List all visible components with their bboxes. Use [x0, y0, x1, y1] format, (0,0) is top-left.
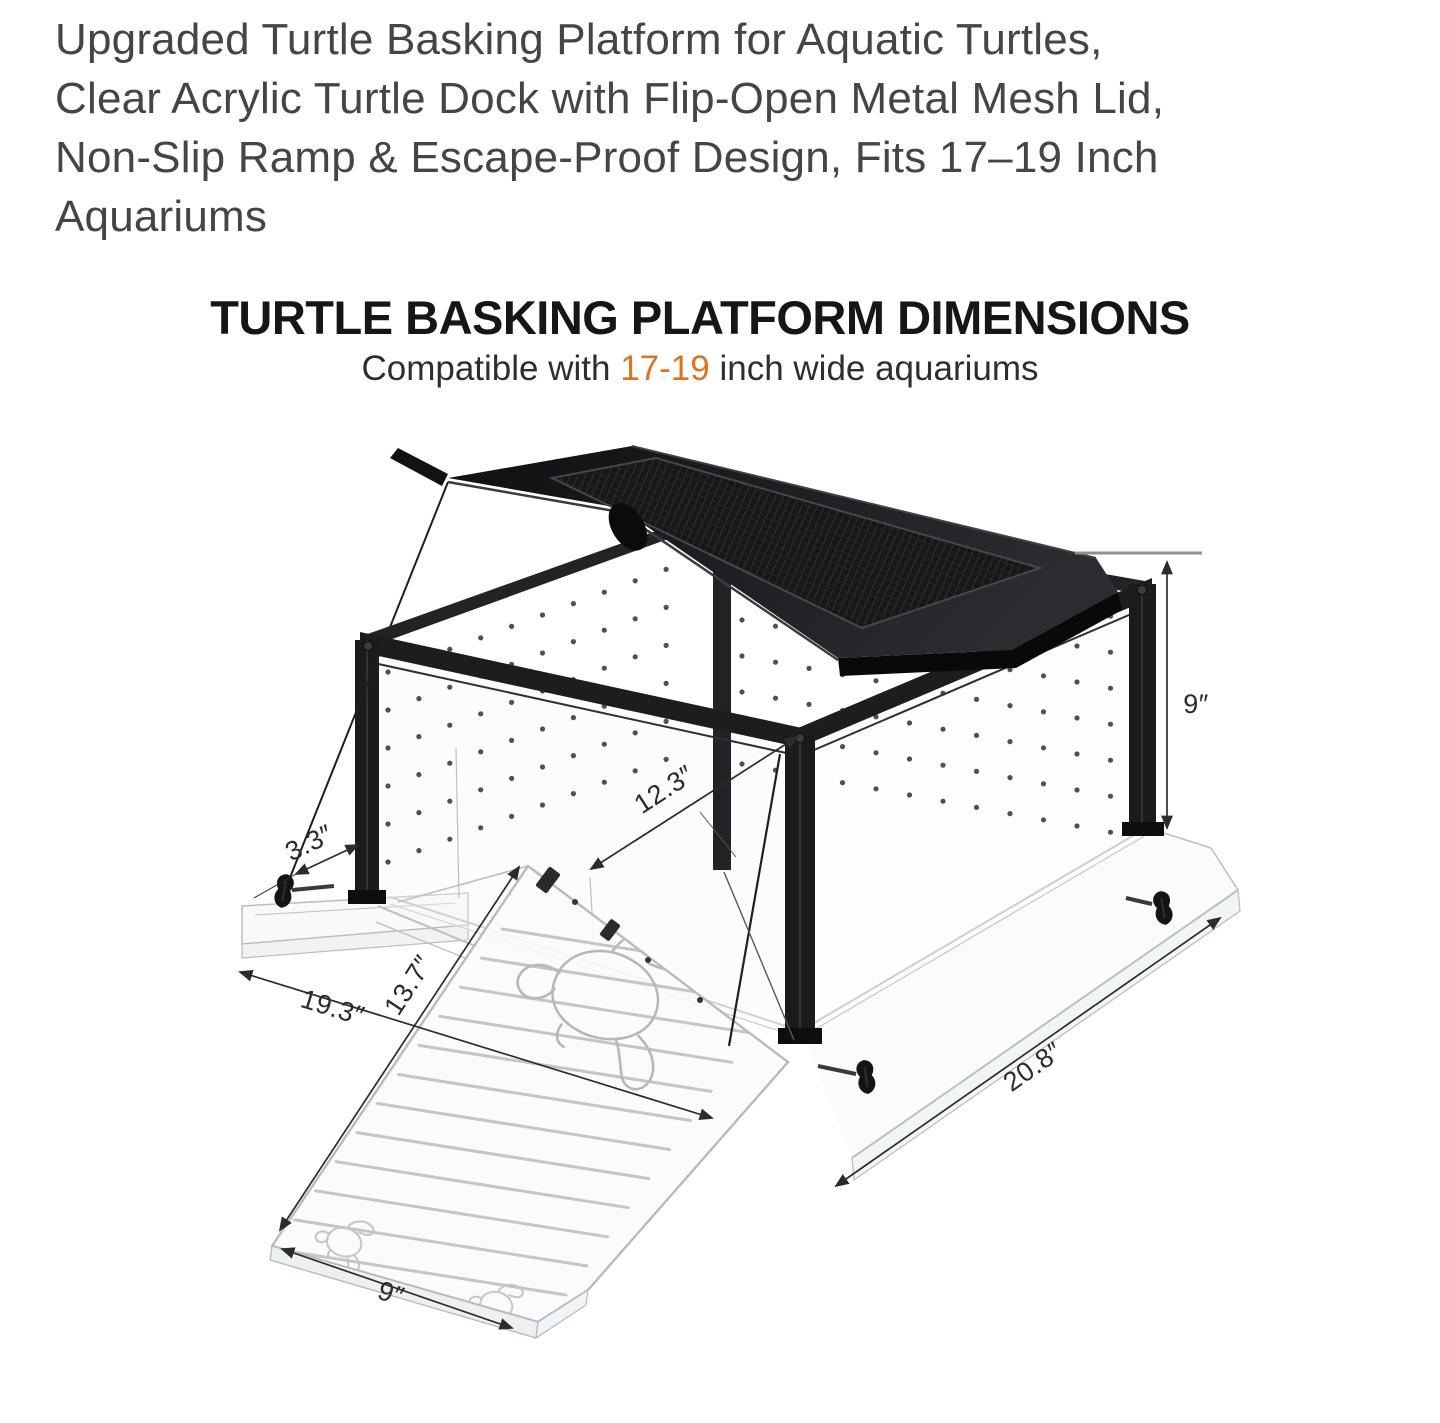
subtitle-suffix: inch wide aquariums [709, 349, 1039, 388]
product-title-line: Aquariums [55, 192, 268, 241]
product-title-line: Non-Slip Ramp & Escape-Proof Design, Fit… [55, 133, 1159, 182]
product-title-line: Upgraded Turtle Basking Platform for Aqu… [55, 15, 1103, 64]
subtitle-prefix: Compatible with [361, 349, 621, 388]
diagram-subtitle: Compatible with 17-19 inch wide aquarium… [0, 349, 1400, 389]
lid-handle [608, 503, 648, 551]
diagram-heading: TURTLE BASKING PLATFORM DIMENSIONS [210, 291, 1190, 344]
lid-mesh-panel [548, 456, 1044, 630]
dimension-label-wall-offset: 3.3″ [280, 819, 337, 867]
dimension-label-height: 9″ [1183, 689, 1209, 719]
dimension-label-ramp-length: 13.7″ [378, 950, 438, 1021]
dimensions-diagram: 3.3″ 12.3″ 9″ 19.3″ 13.7″ 20.8″ 9″ [238, 445, 1241, 1340]
platform-wire [723, 871, 795, 1041]
product-title-line: Clear Acrylic Turtle Dock with Flip-Open… [55, 74, 1165, 123]
subtitle-highlight: 17-19 [620, 349, 710, 388]
product-title: Upgraded Turtle Basking Platform for Aqu… [55, 10, 1425, 246]
dimension-annotations [238, 551, 1222, 1330]
mesh-lid [390, 445, 1122, 676]
lid-stay-wire [288, 481, 449, 881]
dimension-label-base-left: 19.3″ [297, 984, 368, 1032]
